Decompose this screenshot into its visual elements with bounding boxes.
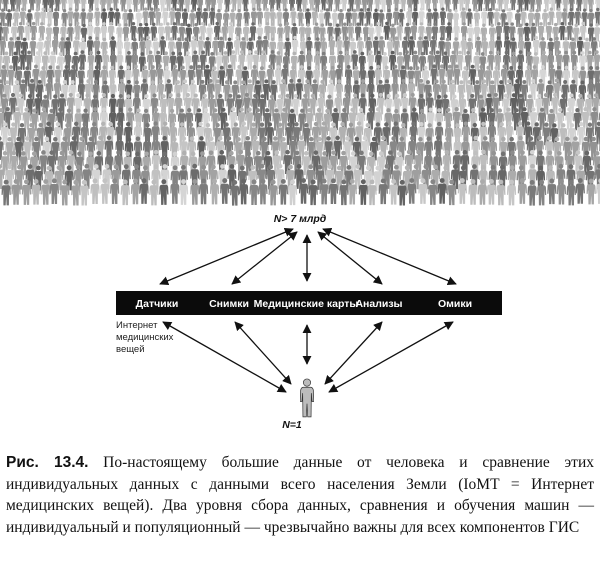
bar-label: Медицинские карты xyxy=(254,298,359,310)
population-label: N> 7 млрд xyxy=(274,213,327,225)
person-icon xyxy=(300,378,314,418)
figure-caption: Рис. 13.4. По-настоящему большие данные … xyxy=(6,452,594,538)
figure-number: Рис. 13.4. xyxy=(6,454,89,471)
bar-label: Датчики xyxy=(136,298,179,310)
bar-label: Анализы xyxy=(355,298,402,310)
individual-arrows xyxy=(162,321,454,393)
iomt-label: Интернет медицинских вещей xyxy=(116,320,176,355)
caption-text: По-настоящему большие данные от человека… xyxy=(6,454,594,536)
diagram: N> 7 млрд Датчики Снимки Медицинские карты… xyxy=(0,0,600,431)
bar-label: Снимки xyxy=(209,298,249,310)
data-sources-bar xyxy=(116,291,502,315)
bar-label: Омики xyxy=(438,298,472,310)
population-arrows xyxy=(159,227,457,286)
people-crowd-icon xyxy=(0,0,600,206)
individual-label: N=1 xyxy=(282,419,302,431)
